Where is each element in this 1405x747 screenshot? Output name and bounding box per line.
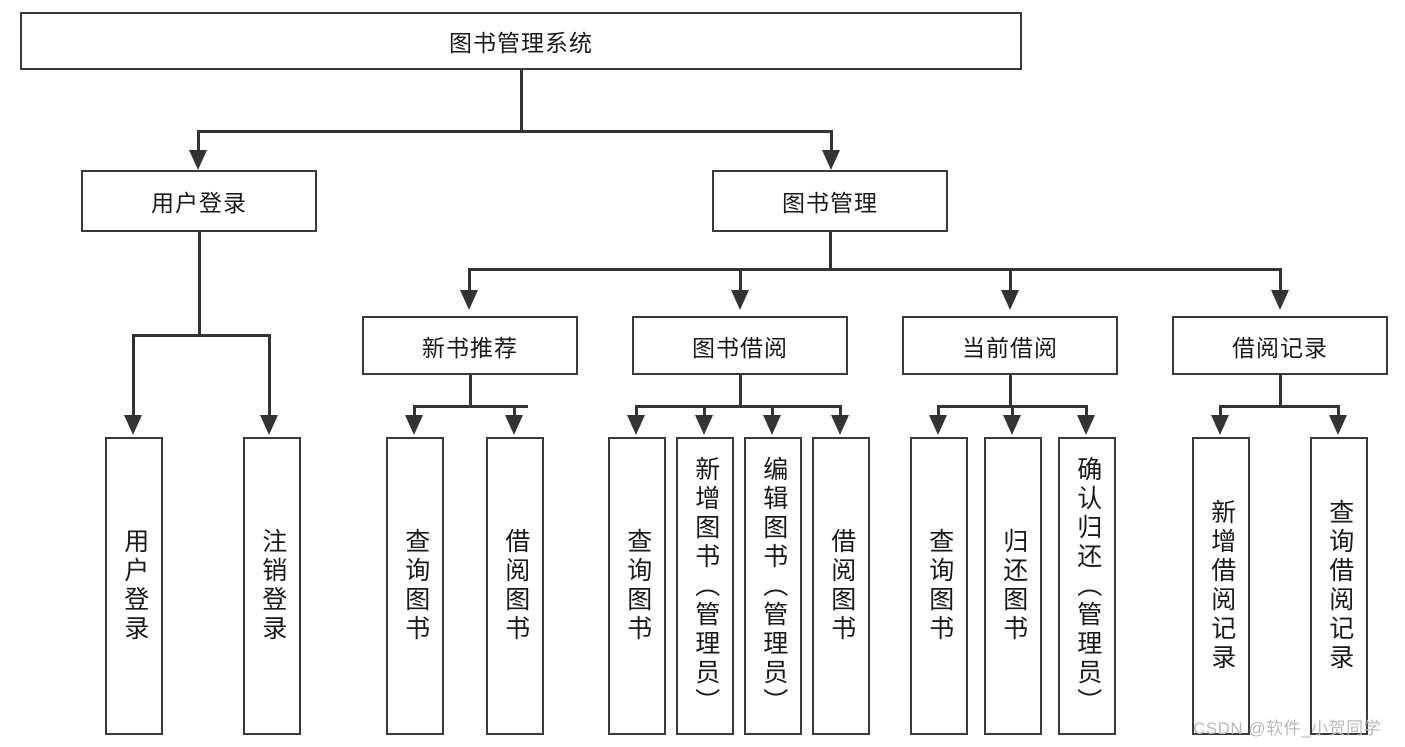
node-current-borrow-label: 当前借阅: [962, 334, 1058, 361]
arrow-cb-to-leaf-1: [929, 415, 947, 435]
edge-new-book-recommend-bus: [413, 405, 528, 408]
arrow-br-to-leaf-1: [1211, 415, 1229, 435]
edge-root-to-user-login: [197, 130, 200, 156]
node-root-label: 图书管理系统: [449, 30, 593, 56]
arrow-to-current-borrow: [1001, 290, 1019, 310]
node-leaf-return-book[interactable]: 归还图书: [984, 437, 1042, 735]
edge-cb-to-leaf-1: [937, 405, 940, 419]
edge-book-borrow-stem: [739, 375, 742, 407]
arrow-nbr-to-leaf-2: [505, 415, 523, 435]
node-leaf-add-record-label: 新增借阅记录: [1207, 499, 1236, 673]
edge-bb-to-leaf-4: [839, 405, 842, 419]
edge-to-borrow-record: [1279, 268, 1282, 296]
node-book-management[interactable]: 图书管理: [712, 170, 948, 232]
node-leaf-confirm-return[interactable]: 确认归还（管理员）: [1058, 437, 1116, 735]
node-leaf-query-book-3[interactable]: 查询图书: [910, 437, 968, 735]
node-leaf-edit-book-label: 编辑图书（管理员）: [759, 455, 788, 717]
node-current-borrow[interactable]: 当前借阅: [902, 316, 1118, 375]
edge-cb-to-leaf-2: [1011, 405, 1014, 419]
node-leaf-user-login-label: 用户登录: [120, 528, 149, 644]
node-leaf-add-record[interactable]: 新增借阅记录: [1192, 437, 1250, 735]
arrow-bb-to-leaf-3: [763, 415, 781, 435]
arrow-to-book-borrow: [731, 290, 749, 310]
arrow-to-new-book-recommend: [460, 290, 478, 310]
node-leaf-query-book-2[interactable]: 查询图书: [608, 437, 666, 735]
node-leaf-user-logout[interactable]: 注销登录: [243, 437, 301, 735]
arrow-br-to-leaf-2: [1329, 415, 1347, 435]
edge-br-to-leaf-1: [1219, 405, 1222, 419]
edge-user-login-stem: [198, 232, 201, 337]
node-leaf-query-book-2-label: 查询图书: [623, 528, 652, 644]
node-borrow-record[interactable]: 借阅记录: [1172, 316, 1388, 375]
edge-nbr-to-leaf-1: [413, 405, 416, 419]
edge-root-bus: [197, 130, 833, 133]
arrow-root-to-book-management: [822, 150, 840, 170]
node-leaf-query-record[interactable]: 查询借阅记录: [1310, 437, 1368, 735]
edge-to-book-borrow: [739, 268, 742, 296]
arrow-user-login-to-leaf-1: [124, 415, 142, 435]
edge-new-book-recommend-stem: [469, 375, 472, 407]
node-leaf-add-book[interactable]: 新增图书（管理员）: [676, 437, 734, 735]
edge-root-stem: [520, 70, 523, 132]
node-leaf-query-record-label: 查询借阅记录: [1325, 499, 1354, 673]
node-leaf-user-logout-label: 注销登录: [258, 528, 287, 644]
node-leaf-user-login[interactable]: 用户登录: [105, 437, 163, 735]
arrow-cb-to-leaf-2: [1003, 415, 1021, 435]
edge-book-borrow-bus: [635, 405, 842, 408]
node-borrow-record-label: 借阅记录: [1232, 334, 1328, 361]
arrow-cb-to-leaf-3: [1077, 415, 1095, 435]
edge-book-management-bus: [468, 268, 1282, 271]
edge-to-current-borrow: [1009, 268, 1012, 296]
node-leaf-borrow-book-1[interactable]: 借阅图书: [486, 437, 544, 735]
edge-nbr-to-leaf-2: [513, 405, 516, 419]
node-leaf-query-book-1[interactable]: 查询图书: [386, 437, 444, 735]
node-book-borrow[interactable]: 图书借阅: [632, 316, 848, 375]
node-user-login[interactable]: 用户登录: [81, 170, 317, 232]
arrow-bb-to-leaf-2: [695, 415, 713, 435]
node-book-borrow-label: 图书借阅: [692, 334, 788, 361]
edge-cb-to-leaf-3: [1085, 405, 1088, 419]
edge-book-management-stem: [829, 232, 832, 270]
node-user-login-label: 用户登录: [151, 190, 247, 216]
node-leaf-borrow-book-2[interactable]: 借阅图书: [812, 437, 870, 735]
edge-user-login-to-leaf-2: [268, 334, 271, 419]
node-leaf-confirm-return-label: 确认归还（管理员）: [1073, 455, 1102, 717]
node-leaf-query-book-3-label: 查询图书: [925, 528, 954, 644]
node-leaf-query-book-1-label: 查询图书: [401, 528, 430, 644]
node-leaf-borrow-book-2-label: 借阅图书: [827, 528, 856, 644]
edge-user-login-bus: [132, 334, 270, 337]
arrow-user-login-to-leaf-2: [260, 415, 278, 435]
edge-current-borrow-stem: [1009, 375, 1012, 407]
edge-br-to-leaf-2: [1337, 405, 1340, 419]
watermark-text: CSDN @软件_小贺同学: [1193, 719, 1382, 738]
node-leaf-edit-book[interactable]: 编辑图书（管理员）: [744, 437, 802, 735]
edge-user-login-to-leaf-1: [132, 334, 135, 419]
edge-root-to-book-management: [830, 130, 833, 156]
node-new-book-recommend[interactable]: 新书推荐: [362, 316, 578, 375]
node-leaf-borrow-book-1-label: 借阅图书: [501, 528, 530, 644]
node-leaf-return-book-label: 归还图书: [999, 528, 1028, 644]
node-book-management-label: 图书管理: [782, 190, 878, 216]
arrow-bb-to-leaf-4: [831, 415, 849, 435]
arrow-to-borrow-record: [1271, 290, 1289, 310]
node-new-book-recommend-label: 新书推荐: [422, 334, 518, 361]
edge-bb-to-leaf-3: [771, 405, 774, 419]
arrow-bb-to-leaf-1: [627, 415, 645, 435]
node-root[interactable]: 图书管理系统: [20, 12, 1022, 70]
arrow-root-to-user-login: [189, 150, 207, 170]
arrow-nbr-to-leaf-1: [405, 415, 423, 435]
edge-to-new-book-recommend: [468, 268, 471, 296]
node-leaf-add-book-label: 新增图书（管理员）: [691, 455, 720, 717]
edge-bb-to-leaf-2: [703, 405, 706, 419]
edge-borrow-record-stem: [1279, 375, 1282, 407]
edge-borrow-record-bus: [1219, 405, 1339, 408]
edge-bb-to-leaf-1: [635, 405, 638, 419]
